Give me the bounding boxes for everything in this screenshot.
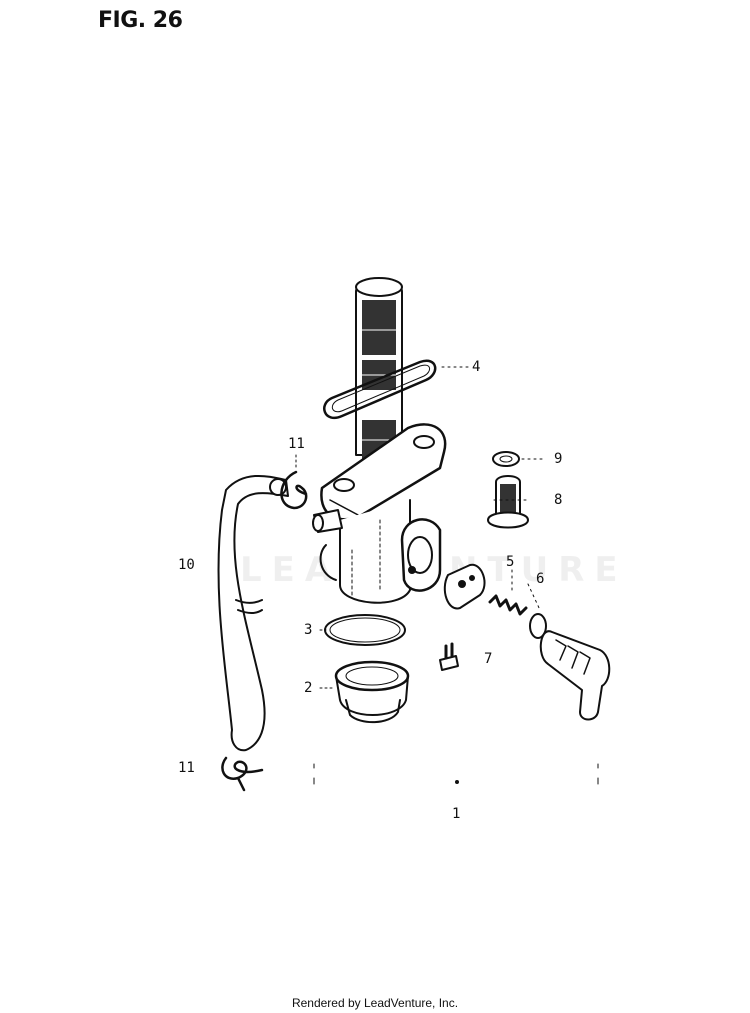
callout-10: 10	[178, 557, 195, 573]
callout-5: 5	[506, 554, 515, 570]
footer-credit: Rendered by LeadVenture, Inc.	[291, 996, 459, 1010]
callout-6: 6	[536, 571, 545, 587]
hose-clip-11-lower	[221, 756, 264, 792]
leader-lines	[493, 499, 541, 611]
fuel-strainer-tube	[355, 277, 403, 460]
hose-clip-11-upper	[280, 454, 308, 510]
mounting-flange	[320, 423, 447, 521]
lever-cover	[400, 518, 442, 592]
callout-1: 1	[452, 806, 461, 822]
assembly-bracket-1	[313, 763, 599, 785]
fuel-hose-10	[217, 474, 289, 752]
figure-title: FIG. 26	[98, 8, 183, 33]
callout-8: 8	[554, 492, 563, 508]
callout-2: 2	[304, 680, 313, 696]
callout-3: 3	[304, 622, 313, 638]
o-ring-3	[319, 614, 406, 646]
callout-11-lower: 11	[178, 760, 195, 776]
washer-9	[492, 451, 547, 467]
small-o-ring	[529, 613, 547, 639]
gasket-o-ring-4	[323, 359, 469, 420]
strainer-cup-2	[319, 660, 410, 724]
screw-7	[439, 642, 459, 671]
callout-9: 9	[554, 451, 563, 467]
callout-7: 7	[484, 651, 493, 667]
lever-5	[443, 563, 486, 610]
fuel-cock-body	[312, 499, 411, 604]
callout-11-upper: 11	[288, 436, 305, 452]
strainer-bolt-8	[487, 475, 529, 529]
callout-4: 4	[472, 359, 481, 375]
lever-knob	[539, 630, 611, 721]
spring-6	[488, 594, 528, 616]
